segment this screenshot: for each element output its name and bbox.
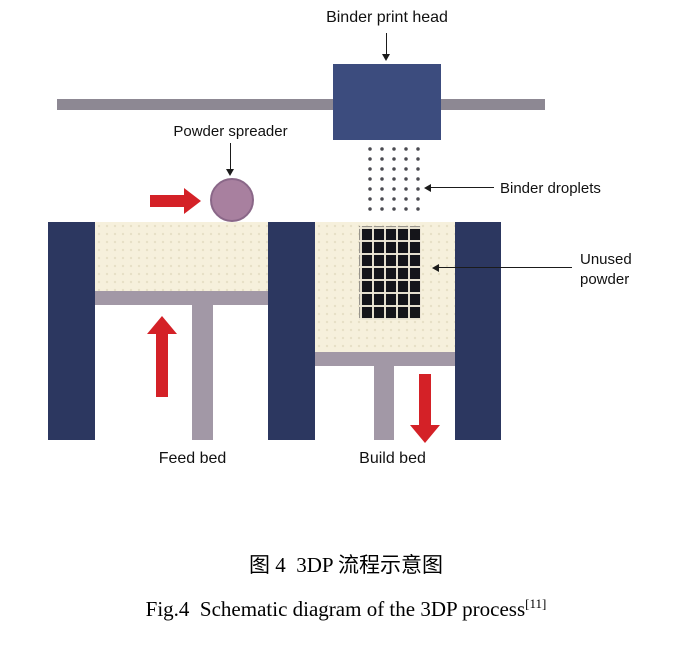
binder-print-head-label: Binder print head [326,9,448,26]
gantry-rail [57,99,545,110]
red-arrow-down-head-icon [410,425,440,443]
right-wall [455,222,501,440]
binder-print-head [333,64,441,140]
red-arrow-up [147,316,177,398]
center-wall [268,222,315,440]
spreader-pointer-arrow-icon [226,169,234,176]
red-arrow-up-shaft [156,333,168,397]
left-wall [48,222,95,440]
red-arrow-up-head-icon [147,316,177,334]
caption-reference: [11] [525,596,547,611]
caption-english-text: Fig.4 Schematic diagram of the 3DP proce… [145,597,526,621]
red-arrow-down-shaft [419,374,431,426]
binder-droplets [362,142,420,216]
binder-droplets-label: Binder droplets [500,180,601,197]
feed-piston-plate [95,291,268,305]
red-arrow-right-head-icon [184,188,201,214]
feed-bed-label: Feed bed [158,450,227,467]
feed-bed-powder [95,222,268,292]
red-arrow-right-shaft [150,195,184,207]
build-bed-label: Build bed [359,450,426,467]
powder-spreader-label: Powder spreader [173,123,288,140]
print-head-pointer-line [386,33,387,54]
feed-piston-stem [192,305,213,440]
spreader-pointer-line [230,143,231,170]
droplets-leader-arrow-icon [424,184,431,192]
droplets-leader-line [430,187,494,188]
red-arrow-down [410,374,440,444]
build-piston-plate [315,352,455,366]
print-head-pointer-arrow-icon [382,54,390,61]
caption-english: Fig.4 Schematic diagram of the 3DP proce… [0,596,692,622]
caption-chinese: 图 4 3DP 流程示意图 [248,553,444,577]
unused-powder-leader-arrow-icon [432,264,439,272]
printed-part-grid [359,226,421,320]
powder-spreader-roller [210,178,254,222]
unused-powder-label: Unused powder [580,251,632,288]
unused-powder-leader-line [438,267,572,268]
build-piston-stem [374,366,394,440]
figure-diagram: Binder print head Powder spreader Binder… [48,9,632,467]
red-arrow-right [150,188,202,214]
